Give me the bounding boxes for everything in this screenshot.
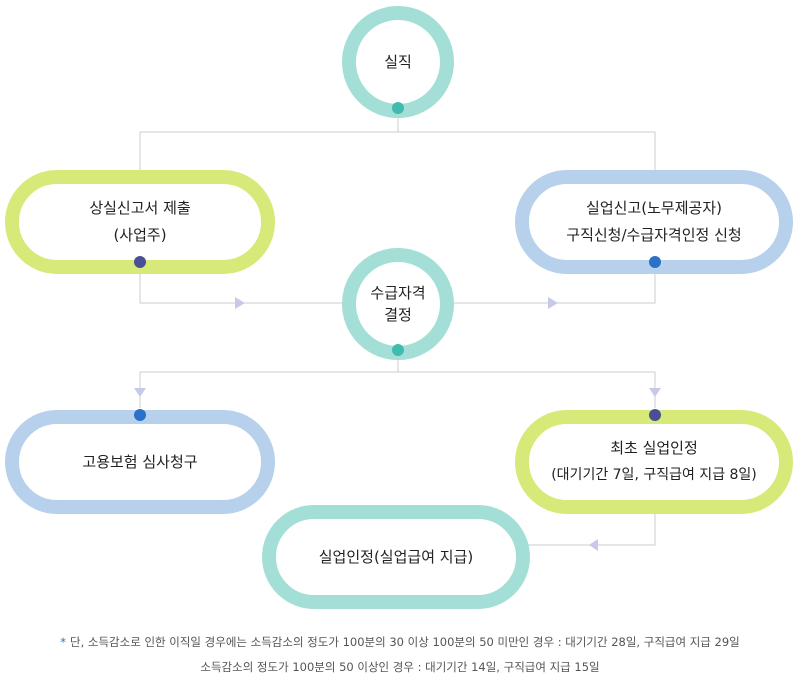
node-job-loss-label: 실직 [384,52,412,71]
arrow-right-left-branch [235,297,245,309]
node-eligibility: 수급자격 결정 [342,248,454,360]
footnote-text-2: 소득감소의 정도가 100분의 50 이상인 경우 : 대기기간 14일, 구직… [200,660,600,674]
node-review-request: 고용보험 심사청구 [5,410,275,514]
connector-eligibility-split [139,352,656,408]
arrow-left-recognition [589,539,598,551]
footnote-line1: * 단, 소득감소로 인한 이직일 경우에는 소득감소의 정도가 100분의 30… [0,634,800,650]
node-recognition-label: 실업인정(실업급여 지급) [318,547,474,566]
connector-dot [649,409,661,421]
connector-first-to-recognition [526,504,656,546]
node-review-request-label: 고용보험 심사청구 [82,452,198,471]
footnote-text-1: 단, 소득감소로 인한 이직일 경우에는 소득감소의 정도가 100분의 30 … [70,635,740,649]
connector-right-to-eligibility [448,262,656,304]
arrow-right-right-branch [548,297,558,309]
connector-dot [392,102,404,114]
connector-left-to-eligibility [139,262,348,304]
footnote-line2: 소득감소의 정도가 100분의 50 이상인 경우 : 대기기간 14일, 구직… [0,659,800,675]
node-loss-report-line2: (사업주) [113,226,167,244]
node-unemployment-report-line2: 구직신청/수급자격인정 신청 [566,226,742,244]
node-unemployment-report-line1: 실업신고(노무제공자) [586,199,722,217]
node-first-recognition-line2: (대기기간 7일, 구직급여 지급 8일) [551,467,757,483]
connector-dot [134,409,146,421]
node-first-recognition: 최초 실업인정 (대기기간 7일, 구직급여 지급 8일) [515,410,793,514]
node-eligibility-line2: 결정 [384,306,412,324]
node-recognition: 실업인정(실업급여 지급) [262,505,530,609]
node-loss-report-line1: 상실신고서 제출 [89,199,191,217]
node-job-loss: 실직 [342,6,454,118]
arrow-down-review [134,388,146,397]
connector-dot [134,256,146,268]
connector-dot [392,344,404,356]
connector-start-split [139,110,656,172]
footnote-marker: * [60,635,66,649]
node-eligibility-line1: 수급자격 [370,284,426,302]
arrow-down-first [649,388,661,397]
connector-dot [649,256,661,268]
node-first-recognition-line1: 최초 실업인정 [610,439,698,457]
